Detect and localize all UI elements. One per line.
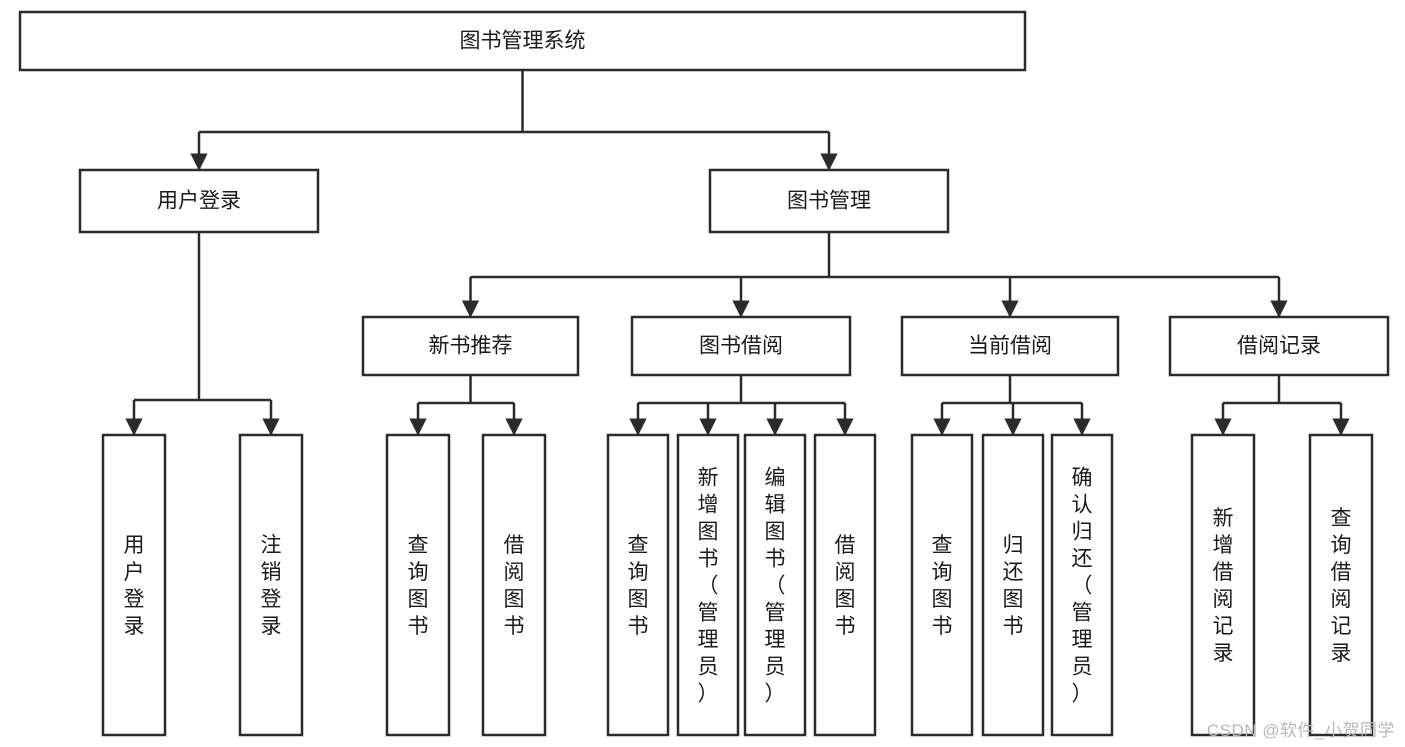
node-box-root [18, 10, 1027, 72]
node-box-leaf-borrow-book-2 [813, 433, 877, 737]
node-root[interactable]: 图书管理系统 [18, 10, 1027, 72]
node-box-leaf-user-login [101, 433, 167, 737]
node-label-user-login: 用户登录 [157, 190, 241, 213]
node-box-leaf-query-book-3 [910, 433, 974, 737]
node-box-book-borrow [630, 315, 852, 377]
node-label-leaf-query-book-2: 查询图书 [628, 534, 649, 638]
node-leaf-confirm-return[interactable]: 确认归还（管理员） [1050, 433, 1114, 737]
node-leaf-user-login[interactable]: 用户登录 [101, 433, 167, 737]
node-label-leaf-edit-book: 编辑图书（管理员） [765, 467, 786, 706]
node-leaf-add-book[interactable]: 新增图书（管理员） [676, 433, 740, 737]
node-box-leaf-add-book [676, 433, 740, 737]
connector-lines [125, 70, 1350, 436]
node-label-leaf-return-book: 归还图书 [1003, 534, 1024, 638]
node-new-book-recommend[interactable]: 新书推荐 [361, 315, 580, 377]
node-book-manage[interactable]: 图书管理 [708, 168, 950, 234]
node-user-login[interactable]: 用户登录 [78, 168, 320, 234]
node-box-leaf-edit-book [743, 433, 807, 737]
node-label-current-borrow: 当前借阅 [968, 335, 1052, 358]
node-box-leaf-confirm-return [1050, 433, 1114, 737]
csdn-watermark: CSDN @软件_小贺同学 [1206, 721, 1395, 740]
node-label-leaf-borrow-book-2: 借阅图书 [835, 534, 856, 638]
node-leaf-query-book-2[interactable]: 查询图书 [606, 433, 670, 737]
node-label-new-book-recommend: 新书推荐 [429, 335, 513, 358]
node-leaf-query-book-1[interactable]: 查询图书 [385, 433, 451, 737]
node-label-root: 图书管理系统 [460, 30, 586, 53]
node-leaf-query-record[interactable]: 查询借阅记录 [1308, 433, 1374, 737]
node-leaf-borrow-book-2[interactable]: 借阅图书 [813, 433, 877, 737]
node-box-leaf-add-record [1190, 433, 1256, 737]
node-box-leaf-query-record [1308, 433, 1374, 737]
node-label-borrow-record: 借阅记录 [1237, 335, 1321, 358]
node-leaf-query-book-3[interactable]: 查询图书 [910, 433, 974, 737]
node-label-leaf-confirm-return: 确认归还（管理员） [1072, 467, 1093, 706]
node-label-leaf-add-book: 新增图书（管理员） [698, 467, 719, 706]
node-label-book-manage: 图书管理 [787, 190, 871, 213]
node-leaf-borrow-book-1[interactable]: 借阅图书 [481, 433, 547, 737]
node-label-leaf-borrow-book-1: 借阅图书 [504, 534, 525, 638]
node-leaf-return-book[interactable]: 归还图书 [981, 433, 1045, 737]
node-box-new-book-recommend [361, 315, 580, 377]
node-label-book-borrow: 图书借阅 [699, 335, 783, 358]
node-label-leaf-add-record: 新增借阅记录 [1213, 507, 1234, 665]
node-box-leaf-borrow-book-1 [481, 433, 547, 737]
node-leaf-logout[interactable]: 注销登录 [238, 433, 304, 737]
node-label-leaf-user-login: 用户登录 [124, 534, 145, 638]
node-box-leaf-logout [238, 433, 304, 737]
node-boxes: 图书管理系统用户登录图书管理新书推荐图书借阅当前借阅借阅记录用户登录注销登录查询… [18, 10, 1390, 737]
node-box-borrow-record [1168, 315, 1390, 377]
node-box-user-login [78, 168, 320, 234]
node-leaf-add-record[interactable]: 新增借阅记录 [1190, 433, 1256, 737]
node-leaf-edit-book[interactable]: 编辑图书（管理员） [743, 433, 807, 737]
node-label-leaf-logout: 注销登录 [261, 534, 282, 638]
node-box-book-manage [708, 168, 950, 234]
node-box-leaf-return-book [981, 433, 1045, 737]
node-box-leaf-query-book-1 [385, 433, 451, 737]
node-label-leaf-query-book-1: 查询图书 [408, 534, 429, 638]
node-box-current-borrow [900, 315, 1120, 377]
node-label-leaf-query-record: 查询借阅记录 [1331, 507, 1352, 665]
node-current-borrow[interactable]: 当前借阅 [900, 315, 1120, 377]
node-label-leaf-query-book-3: 查询图书 [932, 534, 953, 638]
node-borrow-record[interactable]: 借阅记录 [1168, 315, 1390, 377]
node-book-borrow[interactable]: 图书借阅 [630, 315, 852, 377]
node-box-leaf-query-book-2 [606, 433, 670, 737]
